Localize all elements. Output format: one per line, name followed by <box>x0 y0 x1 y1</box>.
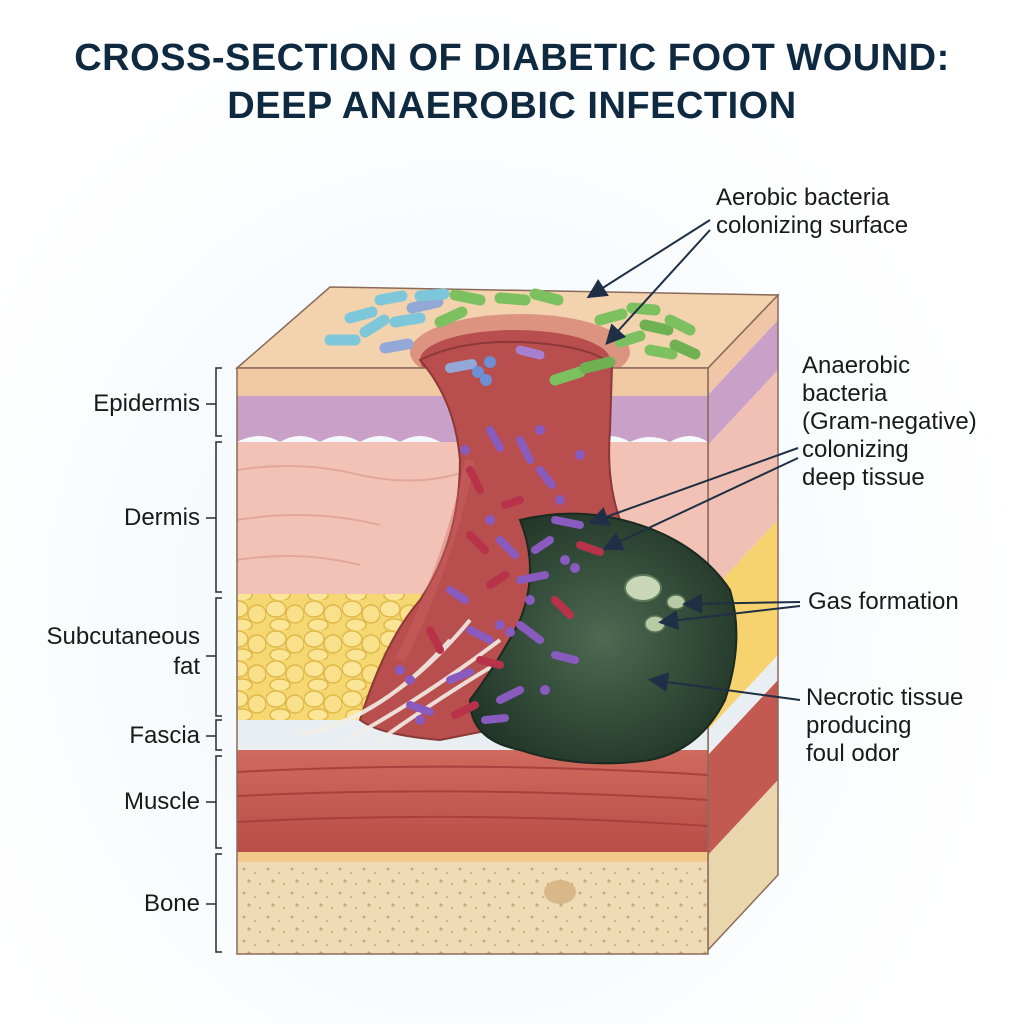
muscle-layer <box>237 750 708 852</box>
annotation-anaerobic-line1: Anaerobic <box>802 352 911 379</box>
annotation-necrotic-line2: producing <box>806 712 912 739</box>
title-line-2: DEEP ANAEROBIC INFECTION <box>227 85 797 127</box>
annotation-necrotic: Necrotic tissue producing foul odor <box>806 684 963 768</box>
bone-layer <box>237 862 708 954</box>
label-fascia: Fascia <box>129 722 200 749</box>
title-line-1: CROSS-SECTION OF DIABETIC FOOT WOUND: <box>74 37 950 79</box>
annotation-anaerobic-line5: deep tissue <box>802 464 925 491</box>
annotation-necrotic-line1: Necrotic tissue <box>806 684 964 711</box>
annotation-gas-line1: Gas formation <box>808 588 959 615</box>
label-subcutaneous-fat-line1: Subcutaneous <box>46 623 200 650</box>
annotation-anaerobic-line4: colonizing <box>802 436 909 463</box>
anaerobic-bacteria-cluster <box>395 425 604 725</box>
annotation-anaerobic-line2: bacteria <box>802 380 888 407</box>
label-epidermis: Epidermis <box>93 390 200 417</box>
label-muscle: Muscle <box>123 788 200 815</box>
annotation-necrotic-line3: foul odor <box>806 740 900 767</box>
label-dermis: Dermis <box>124 504 200 531</box>
diagram-title: CROSS-SECTION OF DIABETIC FOOT WOUND: DE… <box>0 34 1024 130</box>
label-subcutaneous-fat-line2: fat <box>173 653 200 680</box>
annotation-anaerobic: Anaerobic bacteria (Gram-negative) colon… <box>802 352 977 492</box>
label-subcutaneous-fat: Subcutaneous fat <box>20 622 200 682</box>
annotation-aerobic: Aerobic bacteria colonizing surface <box>716 184 908 240</box>
annotation-aerobic-line2: colonizing surface <box>716 212 909 239</box>
label-bone: Bone <box>143 890 200 917</box>
layer-brackets <box>206 367 222 953</box>
annotation-arrows <box>586 219 801 701</box>
annotation-aerobic-line1: Aerobic bacteria <box>716 184 890 211</box>
annotation-anaerobic-line3: (Gram-negative) <box>802 408 977 435</box>
gas-bubbles <box>624 574 686 633</box>
annotation-gas: Gas formation <box>808 588 959 616</box>
